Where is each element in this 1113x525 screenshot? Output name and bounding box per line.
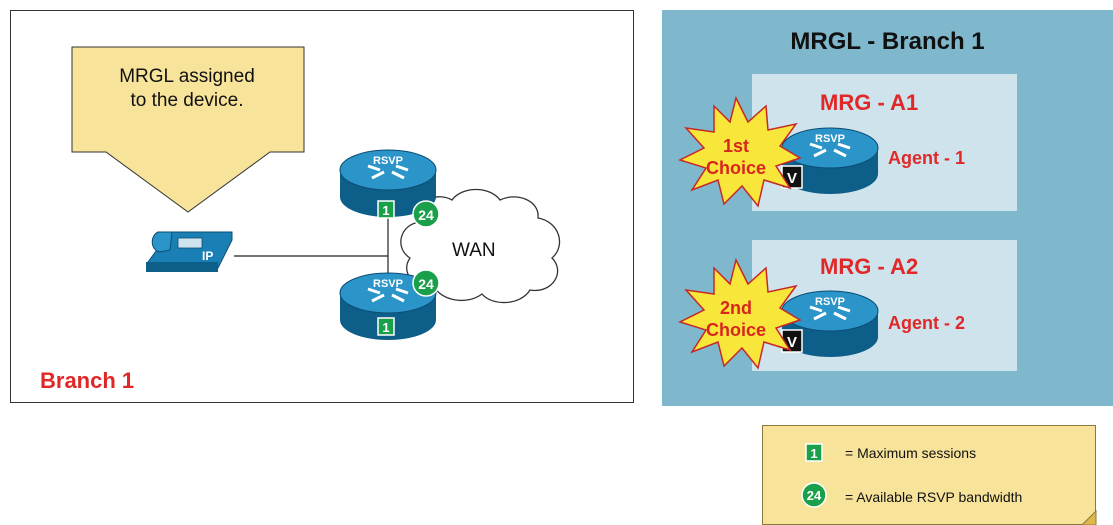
svg-text:24: 24 [807, 488, 822, 503]
choice-2-starburst [677, 257, 802, 370]
svg-text:24: 24 [418, 276, 434, 292]
agent-1-label: Agent - 1 [888, 148, 966, 168]
mrg-diagram: RSVP V RSVP V [677, 95, 879, 370]
choice-2-line-1: 2nd [719, 298, 752, 318]
mrgl-title: MRGL - Branch 1 [790, 28, 985, 55]
callout-arrow [71, 46, 305, 213]
ip-phone-icon: IP [146, 231, 233, 272]
mrg-a1-title: MRG - A1 [820, 90, 919, 115]
agent-1-router-icon: RSVP V [781, 127, 879, 194]
choice-2-line-2: Choice [705, 320, 766, 340]
phone-ip-label: IP [202, 249, 213, 263]
callout-line-1: MRGL assigned [119, 66, 255, 87]
svg-text:1: 1 [810, 446, 817, 461]
svg-text:1: 1 [382, 203, 389, 218]
agent-2-v-badge: V [787, 334, 797, 351]
agent-1-v-badge: V [787, 170, 797, 187]
choice-2-label: 2nd Choice [686, 297, 786, 341]
agent-2-router-icon: RSVP V [781, 290, 879, 357]
callout-line-2: to the device. [130, 90, 244, 111]
legend-box [762, 425, 1096, 525]
svg-text:1: 1 [382, 320, 389, 335]
bandwidth-badge-bottom: 24 [412, 269, 440, 297]
branch-label: Branch 1 [40, 368, 135, 393]
router-top-rsvp-label: RSVP [373, 155, 403, 167]
router-bottom-rsvp-label: RSVP [373, 278, 403, 290]
choice-1-starburst [677, 95, 802, 208]
agent-2-rsvp-label: RSVP [815, 296, 845, 308]
svg-text:24: 24 [418, 207, 434, 223]
choice-1-label: 1st Choice [686, 135, 786, 179]
max-sessions-badge-top: 1 [377, 200, 395, 219]
legend-max-sessions-text: = Maximum sessions [845, 445, 977, 461]
legend-bandwidth-text: = Available RSVP bandwidth [845, 489, 1023, 505]
max-sessions-badge-bottom: 1 [377, 317, 395, 336]
bandwidth-badge-top: 24 [412, 200, 440, 228]
choice-1-line-1: 1st [722, 136, 749, 156]
mrg-a2-title: MRG - A2 [820, 254, 919, 279]
choice-1-line-2: Choice [705, 158, 766, 178]
legend-bandwidth-icon: 24 [801, 482, 827, 508]
legend-max-sessions-icon: 1 [805, 443, 823, 462]
agent-2-label: Agent - 2 [888, 313, 966, 333]
legend-icons: 1 24 [801, 443, 1097, 525]
legend-page-curl-icon [1081, 509, 1097, 525]
wan-label: WAN [452, 240, 496, 261]
branch-diagram: RSVP RSVP 1 1 24 24 IP [71, 46, 561, 340]
router-icon-top: RSVP [339, 149, 437, 217]
callout-text: MRGL assigned to the device. [97, 65, 277, 113]
agent-1-rsvp-label: RSVP [815, 133, 845, 145]
